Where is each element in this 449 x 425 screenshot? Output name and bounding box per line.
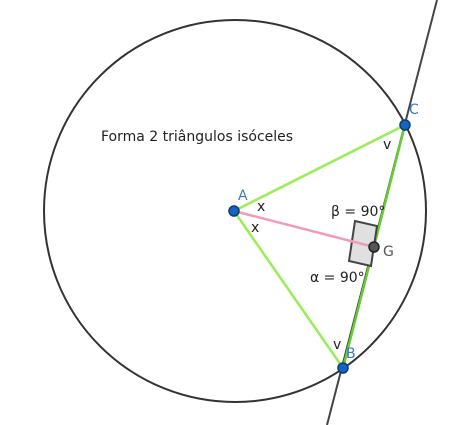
angle-beta-label: β = 90°	[331, 204, 385, 220]
side-ab	[232, 210, 345, 369]
angle-v-c-label: v	[383, 137, 391, 153]
caption-text: Forma 2 triângulos isóceles	[101, 129, 293, 145]
angle-x-top-label: x	[257, 199, 265, 215]
point-b[interactable]	[337, 362, 349, 374]
circle	[43, 19, 427, 403]
point-a-label: A	[238, 188, 248, 204]
point-g-label: G	[383, 244, 394, 260]
perpendicular-ag	[233, 209, 375, 249]
angle-v-b-label: v	[333, 337, 341, 353]
side-ac	[233, 123, 406, 213]
angle-x-bottom-label: x	[251, 220, 259, 236]
point-a[interactable]	[228, 205, 240, 217]
point-b-label: B	[346, 346, 356, 362]
angle-alpha-label: α = 90°	[310, 270, 365, 286]
point-g[interactable]	[368, 241, 380, 253]
point-c-label: C	[409, 102, 419, 118]
point-c[interactable]	[399, 119, 411, 131]
